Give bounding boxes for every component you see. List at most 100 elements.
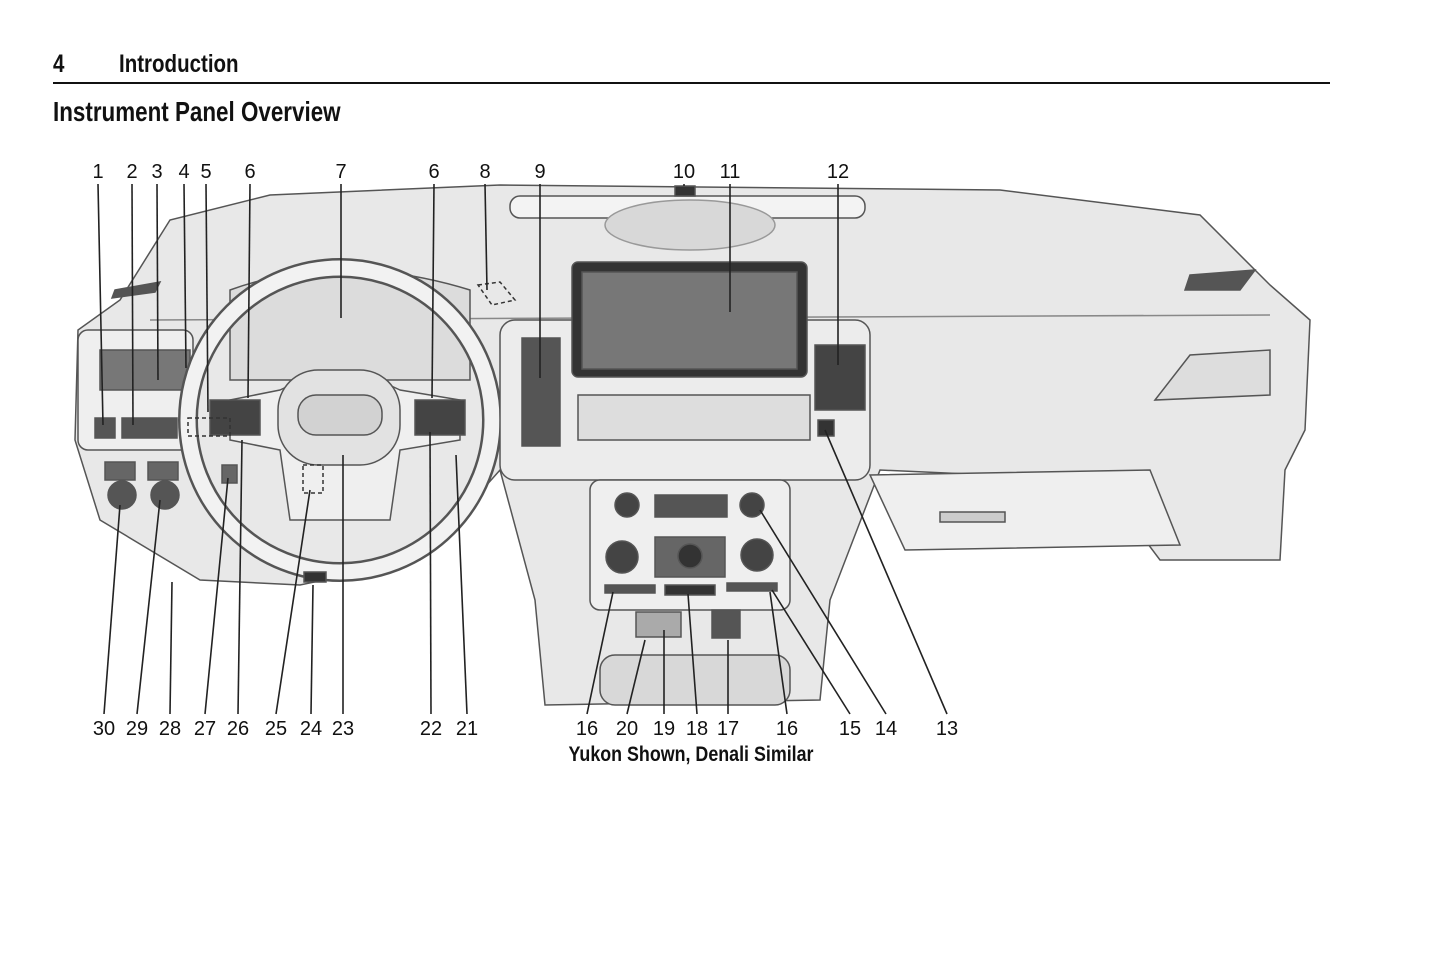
leader-line — [183, 183, 187, 369]
callout-number: 18 — [686, 718, 708, 740]
page-title: Instrument Panel Overview — [53, 96, 341, 127]
center-knob — [677, 543, 703, 569]
page-number: 4 — [53, 50, 65, 78]
leader-line — [169, 581, 173, 715]
glove-box — [868, 469, 1182, 551]
callout-number: 9 — [534, 161, 545, 183]
callout-number: 28 — [159, 718, 181, 740]
callout-number: 15 — [839, 718, 861, 740]
leader-line — [310, 584, 314, 715]
callout-number: 10 — [673, 161, 695, 183]
switch-bank — [121, 417, 178, 439]
callout-number: 1 — [92, 161, 103, 183]
callout-number: 11 — [720, 161, 741, 183]
button-bank — [654, 494, 728, 518]
right-wheel-controls — [414, 399, 466, 436]
right-stack-controls — [814, 344, 866, 411]
callout-number: 13 — [936, 718, 958, 740]
callout-number: 4 — [178, 161, 189, 183]
speaker-grille — [604, 199, 776, 251]
hidden-control-outline — [187, 417, 231, 437]
leader-line — [156, 183, 159, 381]
callout-number: 6 — [428, 161, 439, 183]
horn-pad — [297, 394, 383, 436]
button-row — [664, 584, 716, 596]
knob — [107, 480, 137, 510]
knob — [739, 492, 765, 518]
leader-line — [626, 639, 646, 715]
leader-line — [275, 489, 311, 715]
camera — [674, 185, 696, 197]
leader-line — [455, 454, 468, 715]
knob — [614, 492, 640, 518]
leader-line — [824, 429, 948, 715]
header-rule — [53, 82, 1330, 84]
leader-line — [759, 509, 887, 715]
button-row — [604, 584, 656, 594]
callout-number: 6 — [244, 161, 255, 183]
lever — [221, 464, 238, 484]
switch — [94, 417, 116, 439]
leader-line — [204, 477, 229, 715]
power-outlet — [711, 609, 741, 639]
steering-wheel-highlight — [180, 260, 500, 580]
leader-line — [237, 439, 243, 715]
glove-box-handle — [939, 511, 1006, 523]
callout-number: 12 — [827, 161, 849, 183]
hidden-control-outline — [302, 464, 324, 494]
leader-line — [97, 183, 104, 426]
left-vent — [99, 349, 191, 391]
pedal-release — [303, 571, 327, 583]
leader-line — [586, 591, 614, 715]
leader-line — [247, 183, 251, 399]
callout-number: 25 — [265, 718, 287, 740]
right-vent — [1153, 349, 1271, 401]
leader-line — [103, 504, 121, 715]
button-row — [726, 582, 778, 592]
switch — [817, 419, 835, 437]
callout-number: 24 — [300, 718, 322, 740]
side-vent — [1183, 269, 1257, 291]
callout-number: 3 — [151, 161, 162, 183]
leader-line — [429, 431, 432, 715]
leader-line — [136, 499, 161, 715]
callout-number: 20 — [616, 718, 638, 740]
callout-number: 29 — [126, 718, 148, 740]
leader-line — [771, 589, 851, 715]
callout-number: 27 — [194, 718, 216, 740]
callout-number: 5 — [200, 161, 211, 183]
knob — [605, 540, 639, 574]
leader-line — [484, 183, 488, 291]
callout-number: 21 — [456, 718, 478, 740]
callout-number: 23 — [332, 718, 354, 740]
leader-line — [769, 591, 788, 715]
touchscreen-display — [581, 271, 798, 370]
usb-ports — [635, 611, 682, 638]
section-title: Introduction — [119, 50, 239, 78]
callout-number: 30 — [93, 718, 115, 740]
callout-number: 8 — [479, 161, 490, 183]
switch — [104, 461, 136, 481]
hidden-control-outline — [476, 281, 517, 306]
left-stack-controls — [521, 337, 561, 447]
callout-number: 16 — [576, 718, 598, 740]
callout-number: 17 — [717, 718, 739, 740]
switch — [147, 461, 179, 481]
leader-lines — [97, 183, 948, 715]
callout-number: 16 — [776, 718, 798, 740]
leader-line — [131, 183, 134, 426]
side-vent — [110, 281, 162, 299]
figure-caption: Yukon Shown, Denali Similar — [568, 743, 814, 766]
leader-line — [205, 183, 209, 413]
knob — [740, 538, 774, 572]
leader-line — [687, 593, 698, 715]
callout-number: 19 — [653, 718, 675, 740]
callout-number: 22 — [420, 718, 442, 740]
callout-number: 26 — [227, 718, 249, 740]
leader-line — [431, 183, 435, 399]
center-vents — [577, 394, 811, 441]
callout-number: 14 — [875, 718, 897, 740]
callout-number: 7 — [335, 161, 346, 183]
